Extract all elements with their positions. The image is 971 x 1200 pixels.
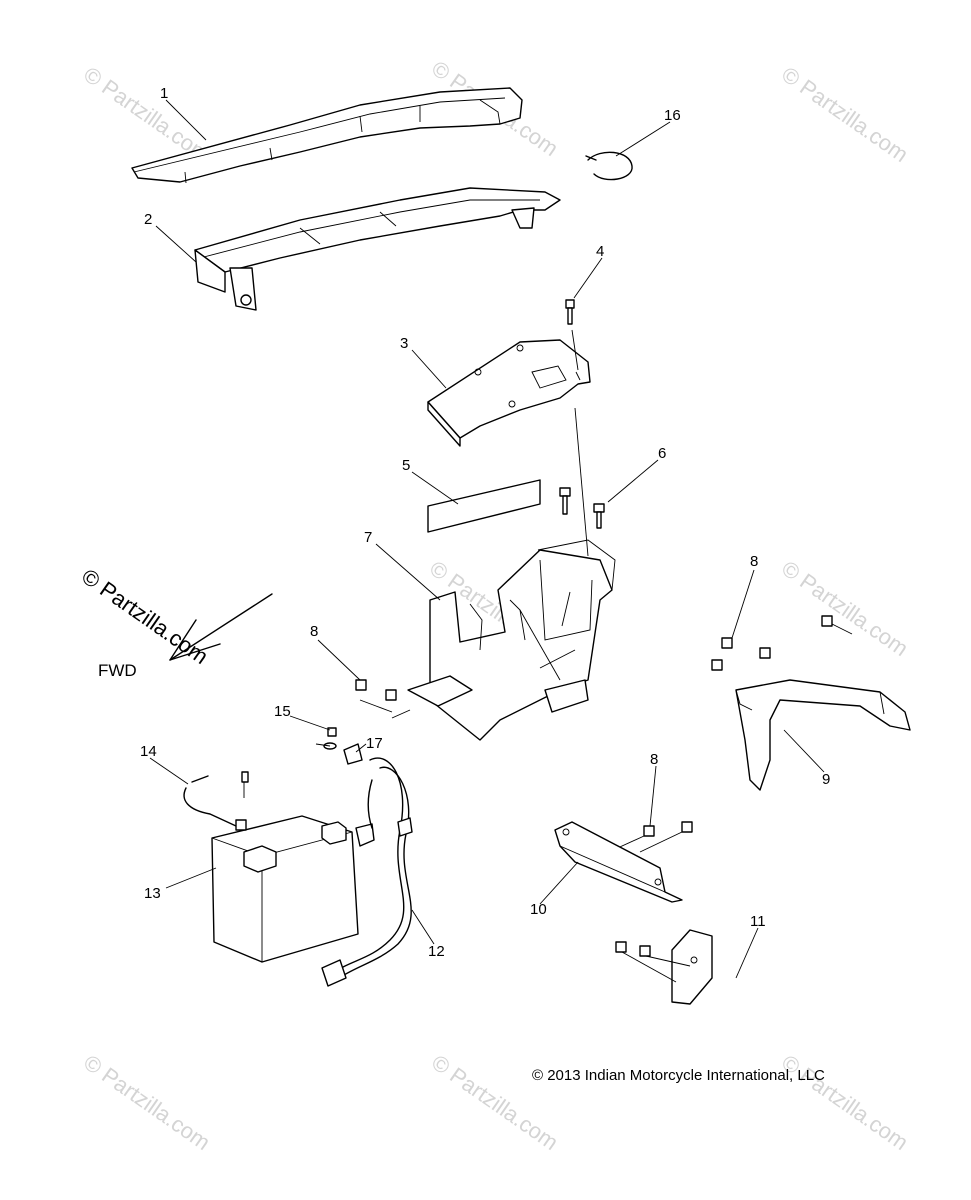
callout-9: 9 xyxy=(822,771,830,788)
fwd-watermark: © Partzilla.com xyxy=(77,564,213,670)
part-3-battery-cover xyxy=(427,339,591,447)
callout-5: 5 xyxy=(402,457,410,474)
callout-13: 13 xyxy=(144,885,161,902)
part-10-lower-bracket xyxy=(554,821,683,903)
watermark: © Partzilla.com xyxy=(777,62,913,168)
watermark: © Partzilla.com xyxy=(777,556,913,662)
part-9-side-bracket xyxy=(735,679,911,791)
callout-6: 6 xyxy=(658,445,666,462)
callout-16: 16 xyxy=(664,107,681,124)
fwd-indicator: © Partzilla.com FWD xyxy=(77,564,273,680)
callout-3: 3 xyxy=(400,335,408,352)
callout-10: 10 xyxy=(530,901,547,918)
part-7-battery-tray xyxy=(407,539,616,741)
fwd-label: FWD xyxy=(98,661,137,680)
callouts: 1 2 3 4 5 6 7 8 8 8 9 10 11 12 13 14 15 … xyxy=(140,85,830,960)
part-11-small-bracket xyxy=(615,929,713,1005)
callout-1: 1 xyxy=(160,85,168,102)
callout-17: 17 xyxy=(366,735,383,752)
callout-2: 2 xyxy=(144,211,152,228)
part-4-bolt xyxy=(565,299,579,371)
part-2-lower-rail xyxy=(194,187,561,311)
callout-4: 4 xyxy=(596,243,604,260)
part-1-upper-cover xyxy=(131,87,523,184)
part-13-battery xyxy=(211,815,359,963)
watermarks: © Partzilla.com © Partzilla.com © Partzi… xyxy=(79,56,913,1156)
callout-12: 12 xyxy=(428,943,445,960)
part-15-screw xyxy=(315,727,337,750)
part-6-bolts xyxy=(559,407,605,557)
callout-11: 11 xyxy=(750,913,766,930)
leader-lines xyxy=(149,99,825,979)
part-17-connector xyxy=(343,743,363,765)
part-8-bolts-a xyxy=(355,679,411,719)
watermark: © Partzilla.com xyxy=(777,1050,913,1156)
callout-7: 7 xyxy=(364,529,372,546)
part-16-clip xyxy=(585,151,633,181)
callout-8: 8 xyxy=(650,751,658,768)
watermark: © Partzilla.com xyxy=(79,1050,215,1156)
callout-14: 14 xyxy=(140,743,157,760)
part-8-bolts-b xyxy=(711,615,853,671)
watermark: © Partzilla.com xyxy=(427,1050,563,1156)
copyright-notice: © 2013 Indian Motorcycle International, … xyxy=(532,1067,825,1084)
callout-8: 8 xyxy=(750,553,758,570)
part-12-battery-cable xyxy=(321,757,413,987)
part-5-pad xyxy=(427,479,541,533)
part-14-cable xyxy=(183,771,249,831)
callout-15: 15 xyxy=(274,703,291,720)
callout-8: 8 xyxy=(310,623,318,640)
